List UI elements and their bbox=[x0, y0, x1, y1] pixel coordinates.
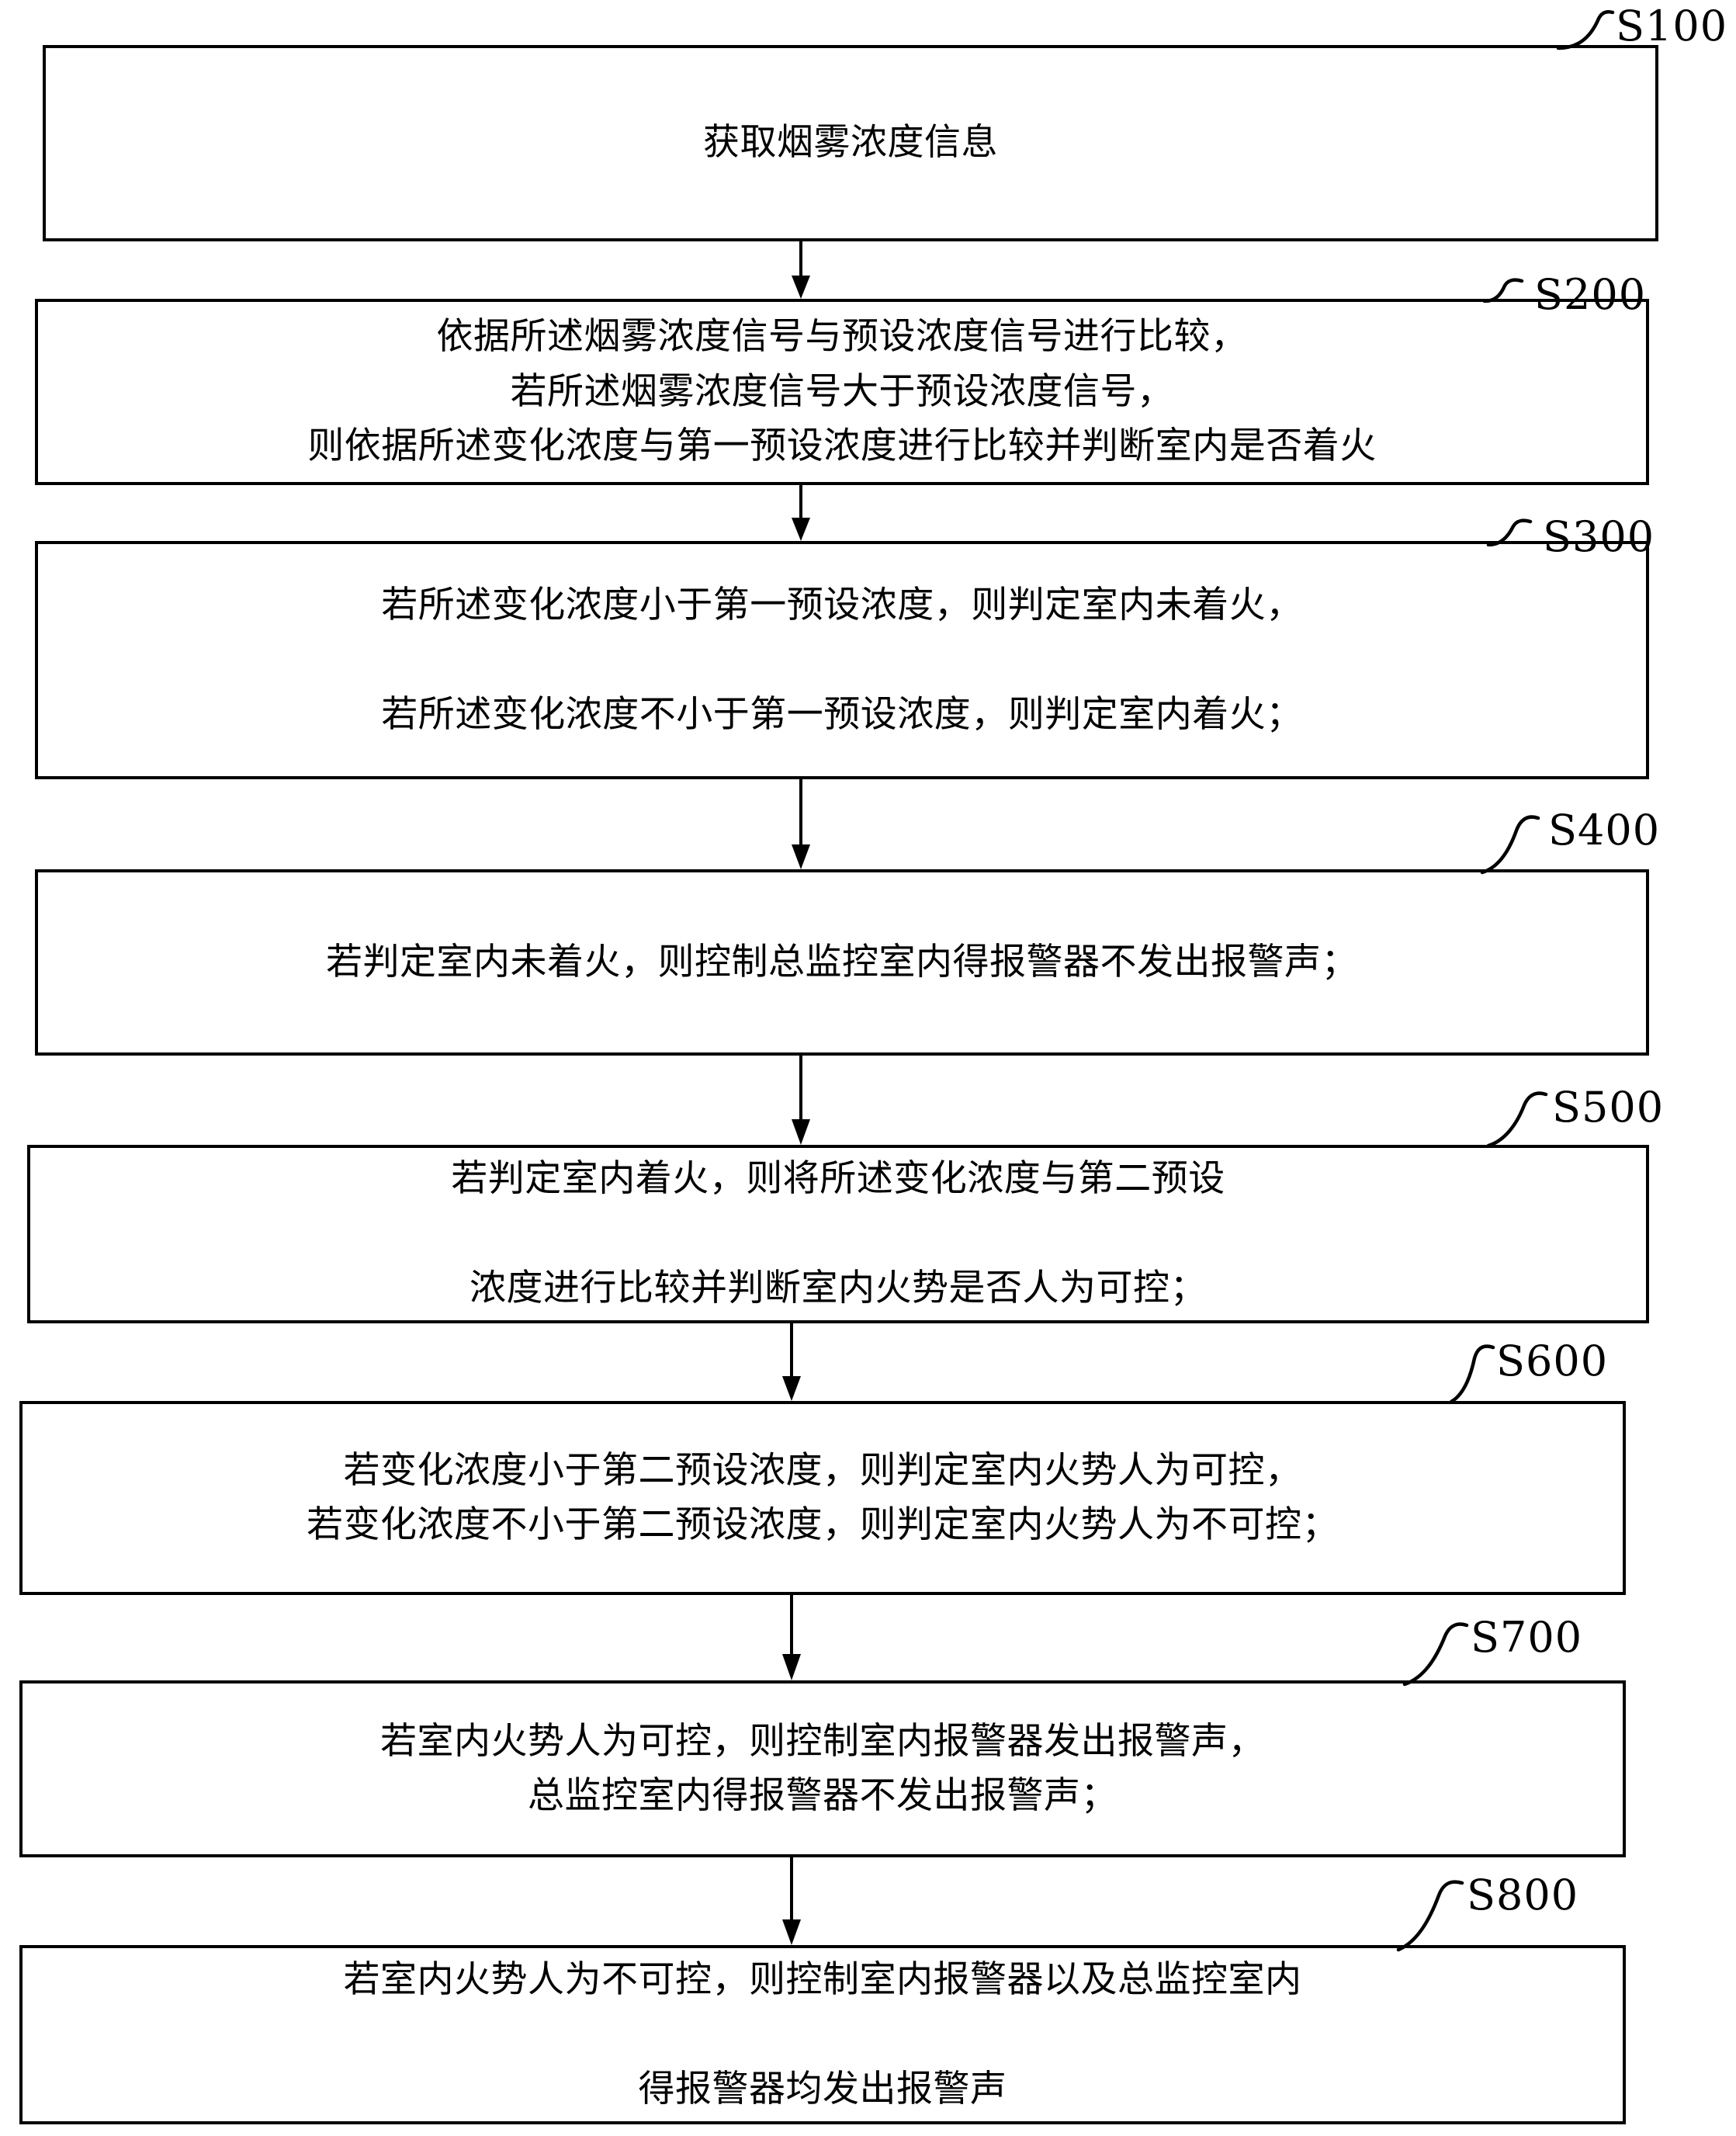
leader-line-s400 bbox=[1480, 815, 1540, 875]
connector-s600-s700 bbox=[782, 1595, 801, 1680]
flow-node-s600-text: 若变化浓度小于第二预设浓度，则判定室内火势人为可控， 若变化浓度不小于第二预设浓… bbox=[307, 1448, 1339, 1547]
flow-node-s800-text: 若室内火势人为不可控，则控制室内报警器以及总监控室内 得报警器均发出报警声 bbox=[343, 1957, 1302, 2110]
flow-node-s100: 获取烟雾浓度信息 bbox=[43, 45, 1658, 241]
leader-line-s700 bbox=[1402, 1622, 1469, 1687]
leader-line-s500 bbox=[1486, 1091, 1548, 1148]
flow-node-s700: 若室内火势人为可控，则控制室内报警器发出报警声， 总监控室内得报警器不发出报警声… bbox=[19, 1680, 1626, 1857]
flow-node-s500-text: 若判定室内着火，则将所述变化浓度与第二预设 浓度进行比较并判断室内火势是否人为可… bbox=[451, 1157, 1225, 1310]
step-label-s100: S100 bbox=[1616, 2, 1728, 50]
connector-s400-s500 bbox=[792, 1056, 810, 1145]
flow-node-s200-text: 依据所述烟雾浓度信号与预设浓度信号进行比较， 若所述烟雾浓度信号大于预设浓度信号… bbox=[307, 315, 1377, 468]
connector-s300-s400 bbox=[792, 779, 810, 869]
step-label-s700: S700 bbox=[1471, 1613, 1583, 1662]
connector-s500-s600 bbox=[782, 1323, 801, 1401]
step-label-s800: S800 bbox=[1467, 1871, 1579, 1919]
flow-node-s300: 若所述变化浓度小于第一预设浓度，则判定室内未着火， 若所述变化浓度不小于第一预设… bbox=[35, 541, 1649, 779]
step-label-s400: S400 bbox=[1548, 806, 1661, 855]
flow-node-s400-text: 若判定室内未着火，则控制总监控室内得报警器不发出报警声； bbox=[326, 940, 1358, 983]
step-label-s200: S200 bbox=[1534, 270, 1647, 319]
flow-node-s100-text: 获取烟雾浓度信息 bbox=[703, 121, 998, 165]
flow-node-s300-text: 若所述变化浓度小于第一预设浓度，则判定室内未着火， 若所述变化浓度不小于第一预设… bbox=[381, 583, 1303, 736]
leader-line-s800 bbox=[1396, 1880, 1464, 1952]
connector-s100-s200 bbox=[792, 241, 810, 299]
connector-s700-s800 bbox=[782, 1857, 801, 1945]
flow-node-s200: 依据所述烟雾浓度信号与预设浓度信号进行比较， 若所述烟雾浓度信号大于预设浓度信号… bbox=[35, 299, 1649, 485]
flow-node-s500: 若判定室内着火，则将所述变化浓度与第二预设 浓度进行比较并判断室内火势是否人为可… bbox=[27, 1145, 1649, 1323]
step-label-s600: S600 bbox=[1496, 1337, 1609, 1385]
flow-node-s400: 若判定室内未着火，则控制总监控室内得报警器不发出报警声； bbox=[35, 869, 1649, 1056]
flow-node-s600: 若变化浓度小于第二预设浓度，则判定室内火势人为可控， 若变化浓度不小于第二预设浓… bbox=[19, 1401, 1626, 1595]
step-label-s500: S500 bbox=[1552, 1083, 1665, 1132]
connector-s200-s300 bbox=[792, 485, 810, 541]
step-label-s300: S300 bbox=[1543, 512, 1655, 561]
flow-node-s800: 若室内火势人为不可控，则控制室内报警器以及总监控室内 得报警器均发出报警声 bbox=[19, 1945, 1626, 2124]
flow-node-s700-text: 若室内火势人为可控，则控制室内报警器发出报警声， 总监控室内得报警器不发出报警声… bbox=[380, 1719, 1265, 1818]
